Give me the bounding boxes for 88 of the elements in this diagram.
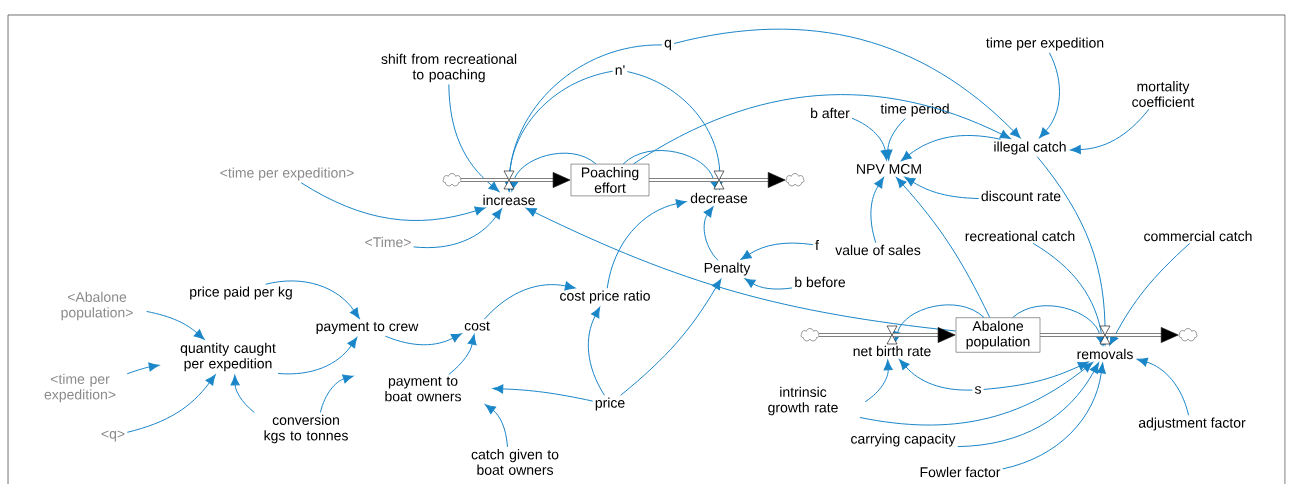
arrow [904, 176, 980, 200]
variable-label: n' [615, 65, 625, 75]
arrow [484, 404, 508, 448]
flow-pipe [649, 172, 786, 188]
variable-label: discount rate [981, 190, 1061, 202]
arrow [864, 359, 893, 403]
arrow [300, 182, 486, 221]
arrow [448, 334, 477, 375]
variable-label: b before [795, 276, 846, 288]
variable-label: price [595, 397, 625, 411]
variable-label: <Time> [365, 236, 411, 248]
arrow [883, 118, 906, 161]
arrow [126, 362, 160, 375]
variable-label: carrying capacity [851, 433, 956, 447]
flow-pipe [819, 327, 956, 343]
variable-label: intrinsic growth rate [768, 386, 838, 416]
variable-label: <q> [101, 430, 125, 442]
arrow [126, 374, 216, 433]
variable-label: q [664, 39, 671, 51]
arrow [957, 362, 1100, 448]
cloud-symbol [442, 173, 462, 187]
arrow [587, 306, 605, 396]
variable-label: cost [464, 321, 490, 331]
arrow [899, 359, 973, 391]
arrow [384, 333, 462, 346]
variable-label: <time per expedition> [220, 167, 354, 181]
arrow [673, 28, 1021, 139]
arrow [265, 280, 360, 319]
variable-label: Penalty [704, 262, 751, 276]
arrow [448, 83, 500, 192]
variable-label: <Abalone population> [61, 291, 133, 321]
flow-label: increase [483, 194, 535, 206]
stock-box: Poaching effort [570, 163, 650, 197]
variable-label: value of sales [835, 244, 921, 256]
variable-label: illegal catch [994, 141, 1066, 155]
variable-label: conversion kgs to tonnes [264, 414, 348, 444]
variable-label: recreational catch [965, 230, 1075, 242]
arrow [1109, 242, 1191, 346]
arrow [483, 281, 576, 320]
flow-label: removals [1077, 348, 1133, 360]
flow-label: decrease [690, 192, 748, 204]
variable-label: payment to boat owners [385, 376, 461, 402]
variable-label: mortality coefficient [1132, 81, 1195, 107]
variable-label: <time per expedition> [44, 373, 116, 403]
arrow [983, 361, 1089, 390]
variable-label: NPV MCM [857, 164, 921, 174]
flow-pipe [1040, 327, 1179, 343]
arrow [633, 94, 1011, 165]
arrow [1136, 357, 1190, 416]
arrow [1038, 52, 1060, 139]
flow-pipe [461, 172, 571, 188]
flow-label: net birth rate [853, 345, 931, 357]
arrow [413, 208, 503, 249]
arrow [1002, 362, 1106, 470]
variable-label: time period [880, 103, 949, 117]
arrow [744, 278, 793, 290]
variable-label: price paid per kg [190, 286, 292, 300]
variable-label: f [815, 239, 819, 251]
arrow [900, 135, 1002, 162]
arrow [859, 362, 1094, 426]
cloud-symbol [800, 328, 820, 342]
arrow [606, 199, 687, 289]
arrow [319, 374, 354, 413]
arrow [896, 177, 991, 318]
variable-label: adjustment factor [1138, 417, 1246, 431]
variable-label: time per expedition [986, 37, 1104, 51]
arrow [1070, 108, 1150, 155]
variable-label: catch given to boat owners [471, 449, 559, 475]
arrow [870, 177, 884, 244]
arrow [620, 278, 722, 396]
stock-box: Abalone population [955, 317, 1041, 353]
arrow [740, 242, 814, 260]
arrow [703, 206, 719, 261]
cloud-symbol [1178, 328, 1198, 342]
variable-label: shift from recreational to poaching [381, 53, 517, 83]
arrow [525, 207, 957, 332]
variable-label: commercial catch [1144, 230, 1252, 242]
variable-label: quantity caught per expedition [180, 342, 276, 372]
variable-label: payment to crew [316, 322, 419, 334]
arrow [277, 337, 358, 375]
variable-label: Fowler factor [920, 466, 1001, 478]
variable-label: b after [811, 107, 850, 119]
arrow [230, 374, 255, 413]
variable-label: cost price ratio [560, 290, 650, 304]
arrow [146, 310, 205, 340]
cloud-symbol [785, 173, 805, 187]
variable-label: s [974, 386, 981, 394]
arrow [492, 384, 594, 402]
